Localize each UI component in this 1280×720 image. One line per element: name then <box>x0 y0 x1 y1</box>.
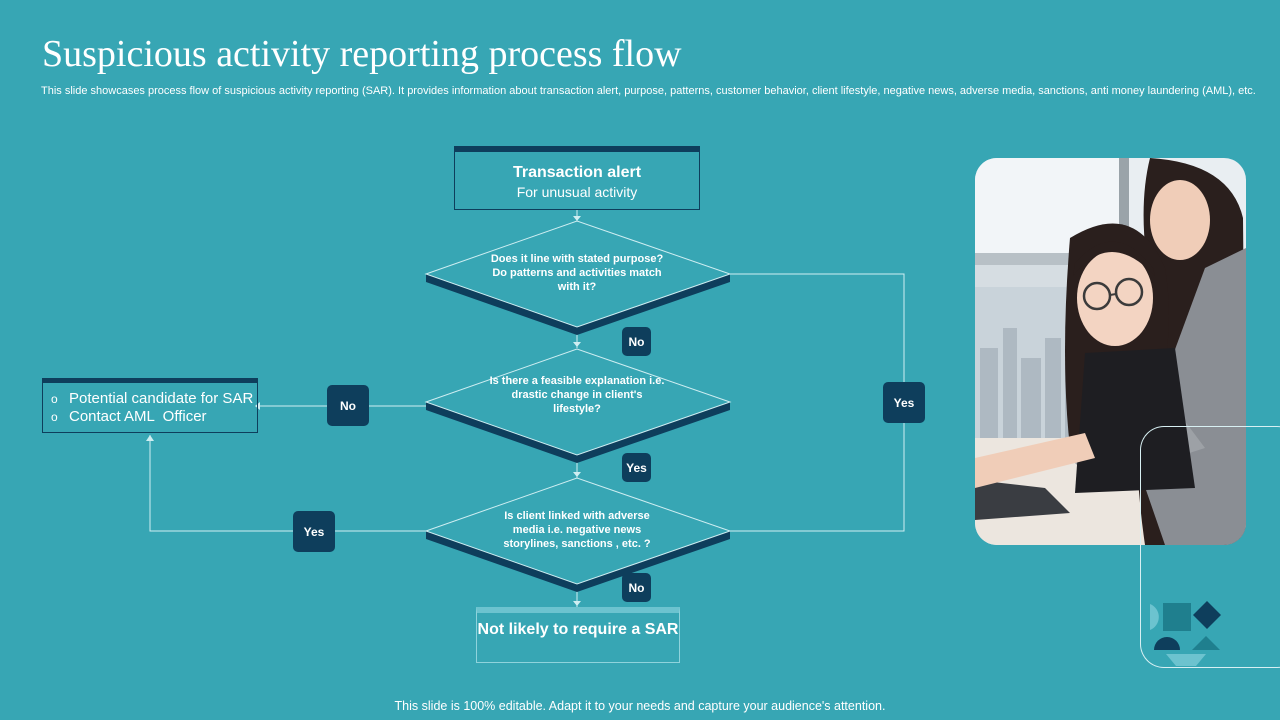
question-3: Is client linked with adverse media i.e.… <box>503 510 651 550</box>
badge-q3-yes: Yes <box>293 511 335 552</box>
not-likely-sar-box: Not likely to require a SAR <box>476 607 680 663</box>
page-title: Suspicious activity reporting process fl… <box>42 33 682 75</box>
bullet-icon: o <box>51 410 58 424</box>
decorative-frame <box>1140 426 1280 668</box>
footer-note: This slide is 100% editable. Adapt it to… <box>394 699 886 713</box>
decorative-shapes-icon <box>1150 601 1221 666</box>
connector-q1-yes <box>730 273 905 532</box>
question-2: Is there a feasible explanation i.e. dra… <box>489 375 665 415</box>
connector-q3-yes <box>149 435 426 532</box>
bullet-icon: o <box>51 392 58 406</box>
badge-q3-no: No <box>622 573 651 602</box>
transaction-alert-subtitle: For unusual activity <box>516 184 638 200</box>
badge-q2-no: No <box>327 385 369 426</box>
badge-q1-yes: Yes <box>883 382 925 423</box>
sar-candidate-box: o Potential candidate for SAR o Contact … <box>42 378 258 433</box>
badge-q2-yes: Yes <box>622 453 651 482</box>
diamond-q1 <box>424 220 732 328</box>
question-1: Does it line with stated purpose? Do pat… <box>490 253 664 293</box>
sar-item-1: o Potential candidate for SAR <box>51 390 257 408</box>
transaction-alert-title: Transaction alert <box>512 164 642 181</box>
diamond-q3 <box>424 477 732 585</box>
page-subtitle: This slide showcases process flow of sus… <box>41 85 1256 97</box>
sar-item-2: o Contact AML Officer <box>51 408 257 426</box>
sar-item-label: Potential candidate for SAR <box>69 390 254 407</box>
office-photo <box>975 158 1246 545</box>
transaction-alert-box: Transaction alert For unusual activity <box>454 146 700 210</box>
badge-q1-no: No <box>622 327 651 356</box>
diamond-q2 <box>424 348 732 456</box>
sar-item-label: Contact AML Officer <box>69 408 207 425</box>
